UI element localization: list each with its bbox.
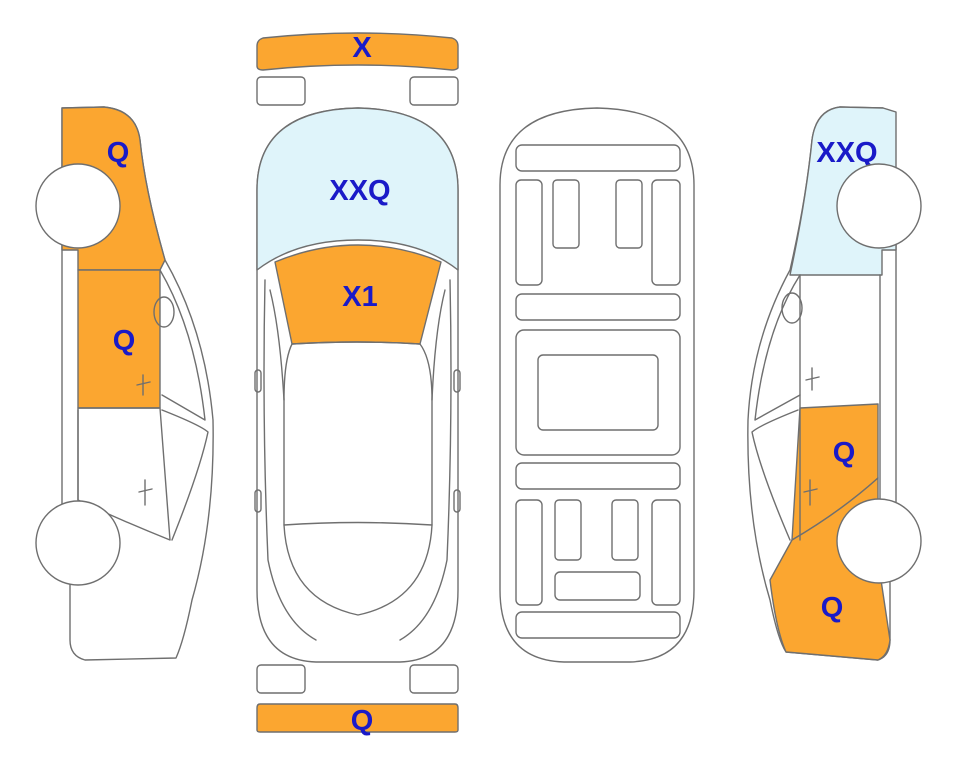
windshield-panel[interactable] <box>256 107 459 271</box>
right-handle-front <box>453 369 461 393</box>
underside-right-rear-rail <box>651 499 681 606</box>
right-side-view: XXQ Q Q <box>747 106 922 661</box>
underside-inner-left-front <box>552 179 580 249</box>
rear-window-line <box>283 524 433 616</box>
left-front-handle <box>136 374 151 396</box>
underside-center-plate <box>537 354 659 431</box>
rear-left-light <box>256 664 306 694</box>
rear-right-light <box>409 664 459 694</box>
left-rear-wheel <box>35 500 121 586</box>
underside-small-bar <box>554 571 641 601</box>
right-window-line <box>754 274 801 421</box>
underside-bar-rear <box>515 611 681 639</box>
right-rear-door-label: Q <box>833 437 856 469</box>
top-left-crease <box>269 289 285 401</box>
left-rear-handle <box>138 479 153 506</box>
underside-view <box>499 107 695 663</box>
top-view: X XXQ X1 Q <box>254 32 461 737</box>
underside-bar-mid1 <box>515 293 681 321</box>
underside-left-rear-rail <box>515 499 543 606</box>
right-door-line <box>799 274 881 541</box>
front-bumper-panel[interactable] <box>256 32 459 71</box>
hood-label: X1 <box>342 281 377 313</box>
right-rear-quarter-label: Q <box>821 592 844 624</box>
front-bumper-label: X <box>352 32 372 64</box>
top-left-contour <box>263 279 317 641</box>
rear-bumper-label: Q <box>351 705 374 737</box>
right-front-window-label: XXQ <box>816 137 877 169</box>
underside-bar-mid2 <box>515 462 681 490</box>
left-side-view: Q Q <box>35 106 214 661</box>
underside-right-front-rail <box>651 179 681 286</box>
right-front-handle <box>805 367 820 391</box>
cabin-outline <box>283 341 433 526</box>
left-front-door-label: Q <box>113 325 136 357</box>
left-mirror <box>153 296 175 328</box>
left-front-wheel <box>35 163 121 249</box>
underside-inner-right-rear <box>611 499 639 561</box>
underside-left-front-rail <box>515 179 543 286</box>
underside-bar-front <box>515 144 681 172</box>
left-handle-rear <box>254 489 262 513</box>
right-rear-window-line <box>751 409 799 541</box>
left-window-line <box>159 269 206 421</box>
right-front-wheel <box>836 163 922 249</box>
front-left-light <box>256 76 306 106</box>
underside-left-mid-frame <box>515 329 681 456</box>
underside-outline <box>499 107 695 663</box>
rear-bumper-panel[interactable] <box>256 703 459 733</box>
left-rear-window-line <box>161 409 209 541</box>
right-rear-handle <box>803 479 818 506</box>
underside-inner-left-rear <box>554 499 582 561</box>
left-handle-front <box>254 369 262 393</box>
right-mirror <box>781 292 803 324</box>
top-right-contour <box>399 279 452 641</box>
underside-inner-right-front <box>615 179 643 249</box>
front-right-light <box>409 76 459 106</box>
right-handle-rear <box>453 489 461 513</box>
left-front-fender-label: Q <box>107 137 130 169</box>
top-right-crease <box>431 289 446 401</box>
windshield-label: XXQ <box>329 175 390 207</box>
right-rear-wheel <box>836 498 922 584</box>
